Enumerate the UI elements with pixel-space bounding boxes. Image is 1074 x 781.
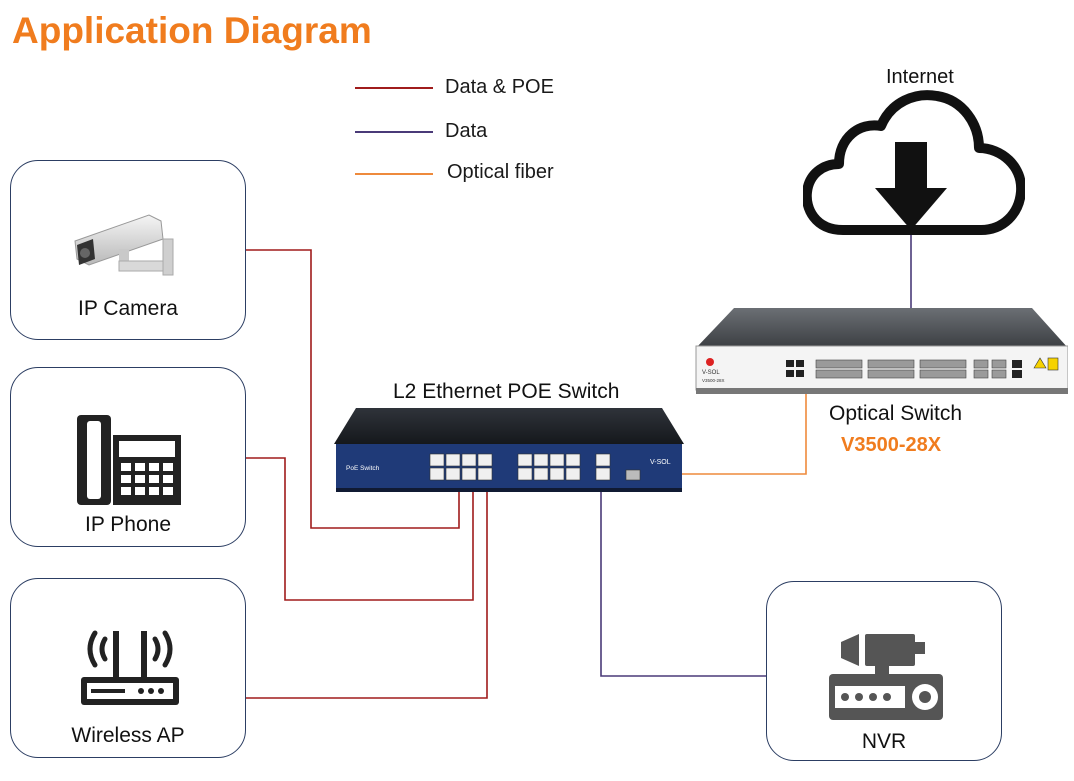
wire-ap bbox=[246, 478, 488, 699]
optical-switch-model: V3500-28X bbox=[841, 434, 942, 456]
nvr-icon bbox=[829, 634, 943, 727]
poe-switch-caption: L2 Ethernet POE Switch bbox=[393, 380, 620, 403]
optical-switch: V-SOL V3500-28X bbox=[694, 308, 1069, 401]
optical-switch-panel-model: V3500-28X bbox=[702, 378, 725, 383]
ip-camera-label: IP Camera bbox=[78, 297, 178, 320]
ip-phone-card: IP Phone bbox=[10, 367, 246, 547]
wire-nvr bbox=[600, 478, 766, 677]
legend-line-data-poe bbox=[355, 87, 433, 89]
legend-line-data bbox=[355, 131, 433, 133]
poe-switch-panel-text: PoE Switch bbox=[346, 465, 380, 472]
page-title: Application Diagram bbox=[12, 10, 372, 51]
ip-camera-card: IP Camera bbox=[10, 160, 246, 340]
legend-label-data: Data bbox=[445, 120, 488, 142]
nvr-label: NVR bbox=[861, 730, 907, 753]
wireless-ap-label: Wireless AP bbox=[71, 724, 185, 747]
nvr-card: NVR bbox=[766, 581, 1002, 761]
cloud-download-icon bbox=[801, 90, 1027, 241]
camera-icon bbox=[71, 209, 181, 284]
legend-label-data-poe: Data & POE bbox=[445, 76, 554, 98]
poe-switch-brand: V-SOL bbox=[650, 459, 671, 466]
internet-label: Internet bbox=[886, 66, 954, 88]
optical-switch-brand: V-SOL bbox=[702, 370, 720, 376]
phone-icon bbox=[77, 415, 181, 510]
legend-label-optical-fiber: Optical fiber bbox=[447, 161, 554, 183]
legend-line-optical-fiber bbox=[355, 173, 433, 175]
ip-phone-label: IP Phone bbox=[84, 513, 172, 536]
poe-switch: PoE Switch V-SOL bbox=[334, 408, 686, 499]
wire-camera bbox=[246, 249, 460, 529]
wire-fiber bbox=[640, 392, 807, 475]
wifi-router-icon bbox=[81, 623, 179, 712]
optical-switch-caption: Optical Switch bbox=[829, 402, 963, 425]
wire-phone bbox=[246, 457, 474, 601]
wireless-ap-card: Wireless AP bbox=[10, 578, 246, 758]
